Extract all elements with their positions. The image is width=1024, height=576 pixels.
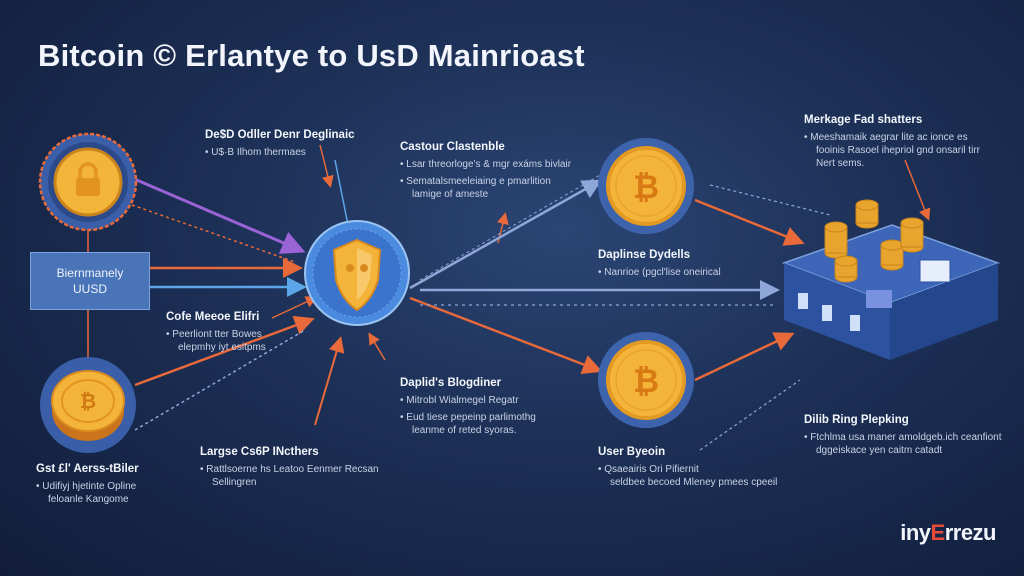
svg-text:₿: ₿ bbox=[633, 168, 659, 206]
label-bottom-center: Daplid's Blogdiner Mitrobl Wialmegel Reg… bbox=[400, 376, 536, 437]
bitcoin-coin-icon: ₿ bbox=[598, 332, 694, 428]
label-mid-center: Daplinse Dydells Nanrioe (pgcl'lise onei… bbox=[598, 248, 721, 279]
brand-logo: inyErrezu bbox=[900, 520, 996, 545]
arrow-top-coin-to-platform bbox=[694, 198, 805, 246]
label-top-center: Castour Clastenble Lsar threorloge's & m… bbox=[400, 140, 571, 201]
label-top-right: Merkage Fad shatters Meeshamaik aegrar l… bbox=[804, 113, 980, 170]
label-bottom-left: Gst £l' Aerss-tBiler Udifiyj hjetinte Op… bbox=[36, 462, 139, 506]
svg-text:₿: ₿ bbox=[633, 362, 659, 400]
arrow-padlock-to-hub bbox=[131, 176, 306, 254]
page-title: Bitcoin © Erlantye to UsD Mainrioast bbox=[38, 38, 585, 73]
usd-line-1: Biernmanely bbox=[56, 266, 124, 280]
arrow-padlock-dashed bbox=[131, 204, 296, 263]
gold-coin-icon: ₿ bbox=[40, 357, 136, 453]
arrow-bottom-dashed bbox=[699, 379, 801, 451]
arrow-coin-to-hub bbox=[134, 315, 315, 387]
exchange-platform-icon bbox=[781, 199, 1001, 360]
arrow-coin-dashed bbox=[134, 329, 306, 431]
bitcoin-coin-icon: ₿ bbox=[598, 138, 694, 234]
usd-line-2: UUSD bbox=[72, 282, 107, 296]
arrow-hub-dashed-top bbox=[419, 174, 601, 281]
label-bottom-right: Dilib Ring Plepking Ftchlma usa maner am… bbox=[804, 413, 1002, 457]
arrow-hub-to-bottom-coin bbox=[409, 296, 603, 374]
shield-hub-icon bbox=[304, 220, 410, 326]
padlock-coin-icon bbox=[38, 132, 138, 232]
arrow-top-coin-dashed bbox=[709, 184, 831, 216]
arrow-hub-to-top-coin bbox=[409, 179, 603, 290]
label-left-mid: Cofe Meeoe Elifri Peerliont tter Bowes e… bbox=[166, 310, 266, 354]
label-bottom-left-center: Largse Cs6P INcthers Rattlsoerne hs Leat… bbox=[200, 445, 379, 489]
label-user-bycoin: User Byeoin Qsaeairis Ori Pifiernit seld… bbox=[598, 445, 777, 489]
arrow-bottom-coin-to-platform bbox=[694, 332, 795, 382]
svg-text:₿: ₿ bbox=[80, 389, 96, 413]
label-top-left: De$D Odller Denr Deglinaic U$·B Ilhom th… bbox=[205, 128, 355, 159]
